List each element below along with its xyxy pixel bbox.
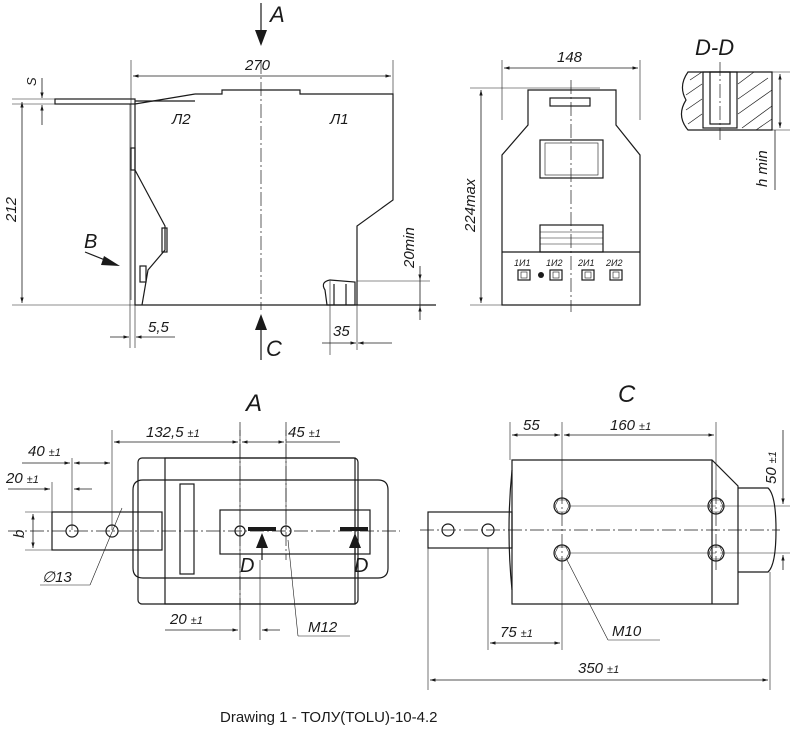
dim-212: 212 — [3, 102, 135, 306]
view-c-arrow-label: C — [266, 336, 282, 361]
section-mark-d-2: D — [349, 533, 368, 577]
svg-text:D: D — [354, 555, 368, 577]
svg-text:D: D — [240, 555, 254, 577]
dim-40-text: 40±1 — [28, 443, 61, 460]
dim-hmin-text: h min — [754, 150, 771, 187]
dim-s-text: S — [24, 77, 39, 86]
dim-350-text: 350±1 — [578, 660, 619, 677]
dim-d13-text: ∅13 — [42, 569, 72, 586]
dim-5-5: 5,5 — [110, 305, 175, 348]
dim-270-text: 270 — [244, 57, 271, 74]
dim-160-text: 160±1 — [610, 417, 651, 434]
dim-b-text: b — [11, 530, 28, 538]
dim-hmin: h min — [754, 71, 790, 190]
dim-45-text: 45±1 — [288, 424, 321, 441]
dim-35-text: 35 — [333, 323, 350, 340]
dim-224max-text: 224max — [462, 178, 479, 233]
dim-212-text: 212 — [3, 196, 20, 223]
dim-132-5: 132,5±1 — [111, 424, 241, 640]
svg-text:2И1: 2И1 — [577, 258, 594, 268]
front-view: A 270 S 212 — [3, 2, 436, 361]
terminal-l2-label: Л2 — [171, 111, 191, 128]
dim-132-5-text: 132,5±1 — [146, 424, 200, 441]
dim-55: 55 — [509, 417, 563, 500]
terminal-1i2: 1И2 — [546, 258, 563, 281]
dim-50-text: 50±1 — [763, 451, 780, 484]
thread-m12: M12 — [287, 539, 350, 637]
thread-m10-text: M10 — [612, 623, 642, 640]
dim-20-top: 20±1 — [5, 470, 92, 530]
view-a-arrow: A — [255, 2, 285, 46]
dim-148-text: 148 — [557, 49, 583, 66]
dim-40: 40±1 — [22, 443, 110, 530]
dim-s: S — [12, 77, 135, 125]
thread-m10: M10 — [566, 559, 660, 641]
thread-m12-text: M12 — [308, 619, 338, 636]
view-b-arrow: B — [84, 231, 120, 266]
dim-5-5-text: 5,5 — [148, 319, 170, 336]
terminal-2i2: 2И2 — [605, 258, 623, 281]
dim-d13: ∅13 — [40, 507, 123, 586]
terminal-section — [322, 279, 430, 355]
transformer-body-side — [501, 89, 641, 306]
svg-text:1И2: 1И2 — [546, 258, 562, 268]
dim-45: 45±1 — [242, 424, 340, 530]
dim-270: 270 — [130, 57, 394, 300]
dim-160: 160±1 — [564, 417, 717, 500]
dim-35: 35 — [322, 305, 392, 350]
view-b-arrow-label: B — [84, 231, 97, 253]
dim-20-bottom-text: 20±1 — [169, 611, 203, 628]
dim-55-text: 55 — [523, 417, 540, 434]
terminal-1i1: 1И1 — [514, 258, 531, 281]
view-a-arrow-label: A — [268, 2, 285, 27]
svg-text:2И2: 2И2 — [605, 258, 622, 268]
dim-350: 350±1 — [427, 548, 771, 690]
section-mark-d-1: D — [240, 533, 268, 577]
terminal-l1-label: Л1 — [329, 111, 349, 128]
drawing-caption: Drawing 1 - ТОЛУ(TOLU)-10-4.2 — [220, 709, 437, 726]
dim-20-bottom: 20±1 — [165, 560, 280, 640]
side-view: 148 224max 1И1 1И2 — [462, 49, 641, 312]
dim-224max: 224max — [462, 87, 600, 306]
view-a: A 132,5±1 45±1 40±1 20±1 — [5, 390, 400, 640]
section-dd: D-D h min — [680, 35, 790, 190]
section-dd-title: D-D — [695, 35, 734, 60]
view-a-title: A — [244, 390, 262, 417]
dim-20min: 20min — [401, 227, 422, 320]
dim-20-top-text: 20±1 — [5, 470, 39, 487]
view-c-body — [511, 459, 739, 605]
dim-50: 50±1 — [720, 430, 790, 570]
svg-text:1И1: 1И1 — [514, 258, 530, 268]
view-c: C 55 160±1 50±1 — [420, 381, 790, 690]
terminal-2i1: 2И1 — [577, 258, 595, 281]
view-c-title: C — [618, 381, 636, 408]
dim-20min-text: 20min — [401, 227, 418, 269]
dim-75-text: 75±1 — [500, 624, 533, 641]
view-c-arrow: C — [255, 314, 282, 361]
dim-148: 148 — [501, 49, 641, 120]
dim-75: 75±1 — [487, 548, 563, 650]
